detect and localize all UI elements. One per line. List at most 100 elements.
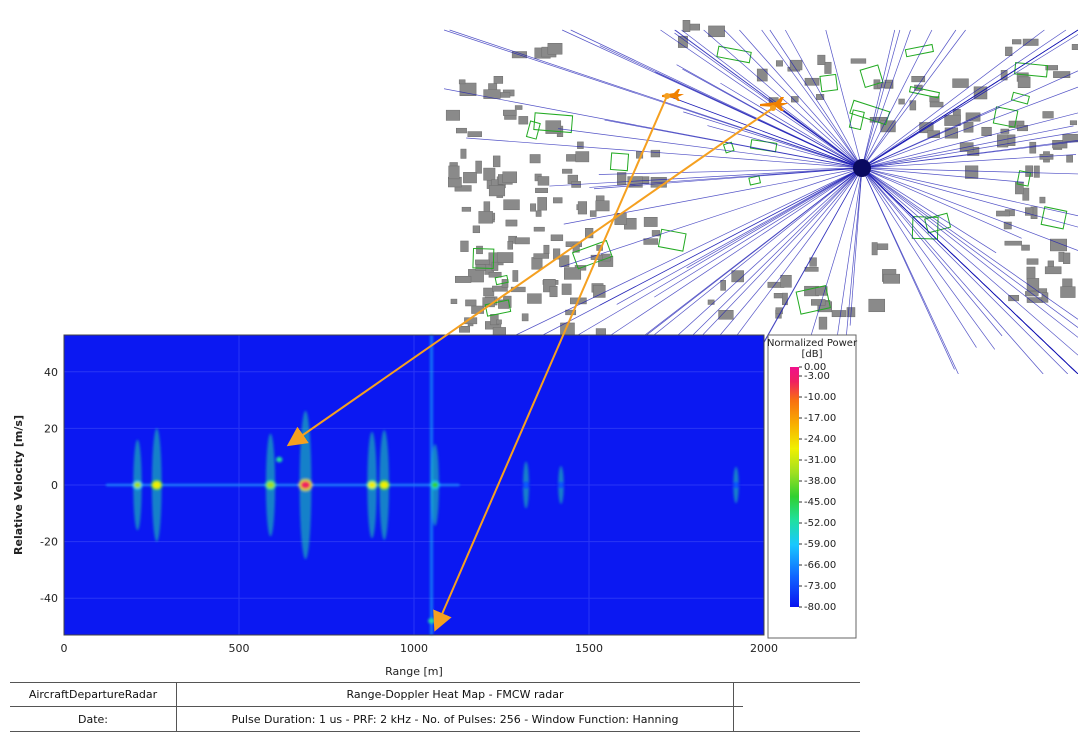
building (1045, 65, 1058, 71)
vegetation-outline (849, 99, 891, 126)
building (929, 96, 940, 103)
vegetation-outline (911, 216, 939, 240)
radar-ray (861, 167, 997, 254)
radar-ray (861, 167, 955, 370)
radar-ray (861, 29, 911, 169)
building (1029, 141, 1037, 154)
radar-ray (861, 29, 933, 169)
radar-ray (861, 167, 1078, 356)
building (577, 141, 584, 149)
building (464, 317, 478, 325)
radar-ray (681, 29, 863, 169)
radar-ray (861, 29, 896, 169)
radar-ray (720, 82, 863, 169)
vegetation-outline (859, 64, 884, 89)
colorbar-label: -3.00 (804, 371, 830, 382)
building (553, 248, 561, 260)
target-peak (523, 482, 529, 488)
radar-ray (849, 167, 863, 326)
building (535, 210, 542, 217)
building (496, 252, 514, 263)
building (514, 237, 530, 245)
building (530, 203, 537, 212)
building (476, 245, 483, 255)
building (1017, 76, 1031, 89)
colorbar-label: -59.00 (804, 539, 836, 550)
radar-name-cell: AircraftDepartureRadar (28, 688, 158, 701)
radar-ray (861, 167, 1078, 251)
building (824, 61, 832, 74)
building (537, 197, 547, 211)
building (445, 109, 460, 121)
radar-ray (739, 29, 863, 169)
building (682, 20, 691, 32)
building (1026, 258, 1039, 265)
colorbar-label: -45.00 (804, 497, 836, 508)
building (543, 244, 550, 254)
building (809, 257, 817, 267)
building (720, 280, 726, 291)
building (527, 293, 542, 304)
building (773, 293, 784, 299)
building (1044, 266, 1062, 275)
heatmap-marks (106, 335, 740, 635)
vegetation-outline (924, 212, 952, 234)
target-peak (276, 456, 283, 463)
vegetation-outline (795, 285, 831, 315)
building (1012, 39, 1022, 45)
building (1060, 286, 1076, 298)
building (1008, 120, 1025, 128)
building (565, 309, 577, 316)
building (460, 240, 469, 252)
building (643, 238, 659, 245)
building (505, 219, 518, 227)
building (775, 60, 783, 67)
building (514, 105, 523, 110)
building (817, 54, 826, 65)
radar-ray (861, 140, 1078, 169)
building (1069, 120, 1077, 126)
building (549, 285, 558, 298)
target-peak (300, 481, 311, 489)
target-peak (266, 481, 275, 489)
building (850, 58, 867, 64)
target-peak (133, 481, 142, 489)
building (1022, 38, 1039, 46)
building (929, 101, 944, 108)
building (537, 176, 550, 186)
building (1026, 278, 1040, 292)
building (596, 244, 603, 251)
radar-ray (660, 29, 863, 169)
building (503, 199, 520, 211)
building (493, 76, 504, 84)
building (1063, 252, 1071, 264)
building (880, 120, 896, 133)
building (492, 155, 501, 168)
target-peak (431, 482, 439, 488)
radar-antenna-icon (853, 159, 871, 177)
radar-ray (861, 29, 901, 169)
building (472, 225, 481, 234)
radar-ray (861, 29, 957, 169)
colorbar-label: -17.00 (804, 413, 836, 424)
building (883, 273, 900, 284)
building (562, 168, 573, 174)
params-cell: Pulse Duration: 1 us - PRF: 2 kHz - No. … (231, 712, 679, 726)
radar-ray (861, 167, 1024, 183)
building (561, 283, 572, 295)
radar-ray (861, 29, 1045, 169)
building (1041, 292, 1049, 303)
building (1039, 196, 1046, 204)
radar-ray (861, 112, 1078, 169)
colorbar-title: Normalized Power (767, 338, 858, 349)
building (575, 151, 590, 163)
colorbar: Normalized Power [dB] 0.00-3.00-10.00-17… (767, 334, 858, 639)
colorbar-labels: 0.00-3.00-10.00-17.00-24.00-31.00-38.00-… (799, 362, 836, 613)
building (1003, 221, 1012, 230)
building (475, 160, 482, 174)
building (756, 68, 768, 82)
building (650, 149, 661, 158)
building (981, 126, 992, 136)
building (589, 210, 597, 217)
